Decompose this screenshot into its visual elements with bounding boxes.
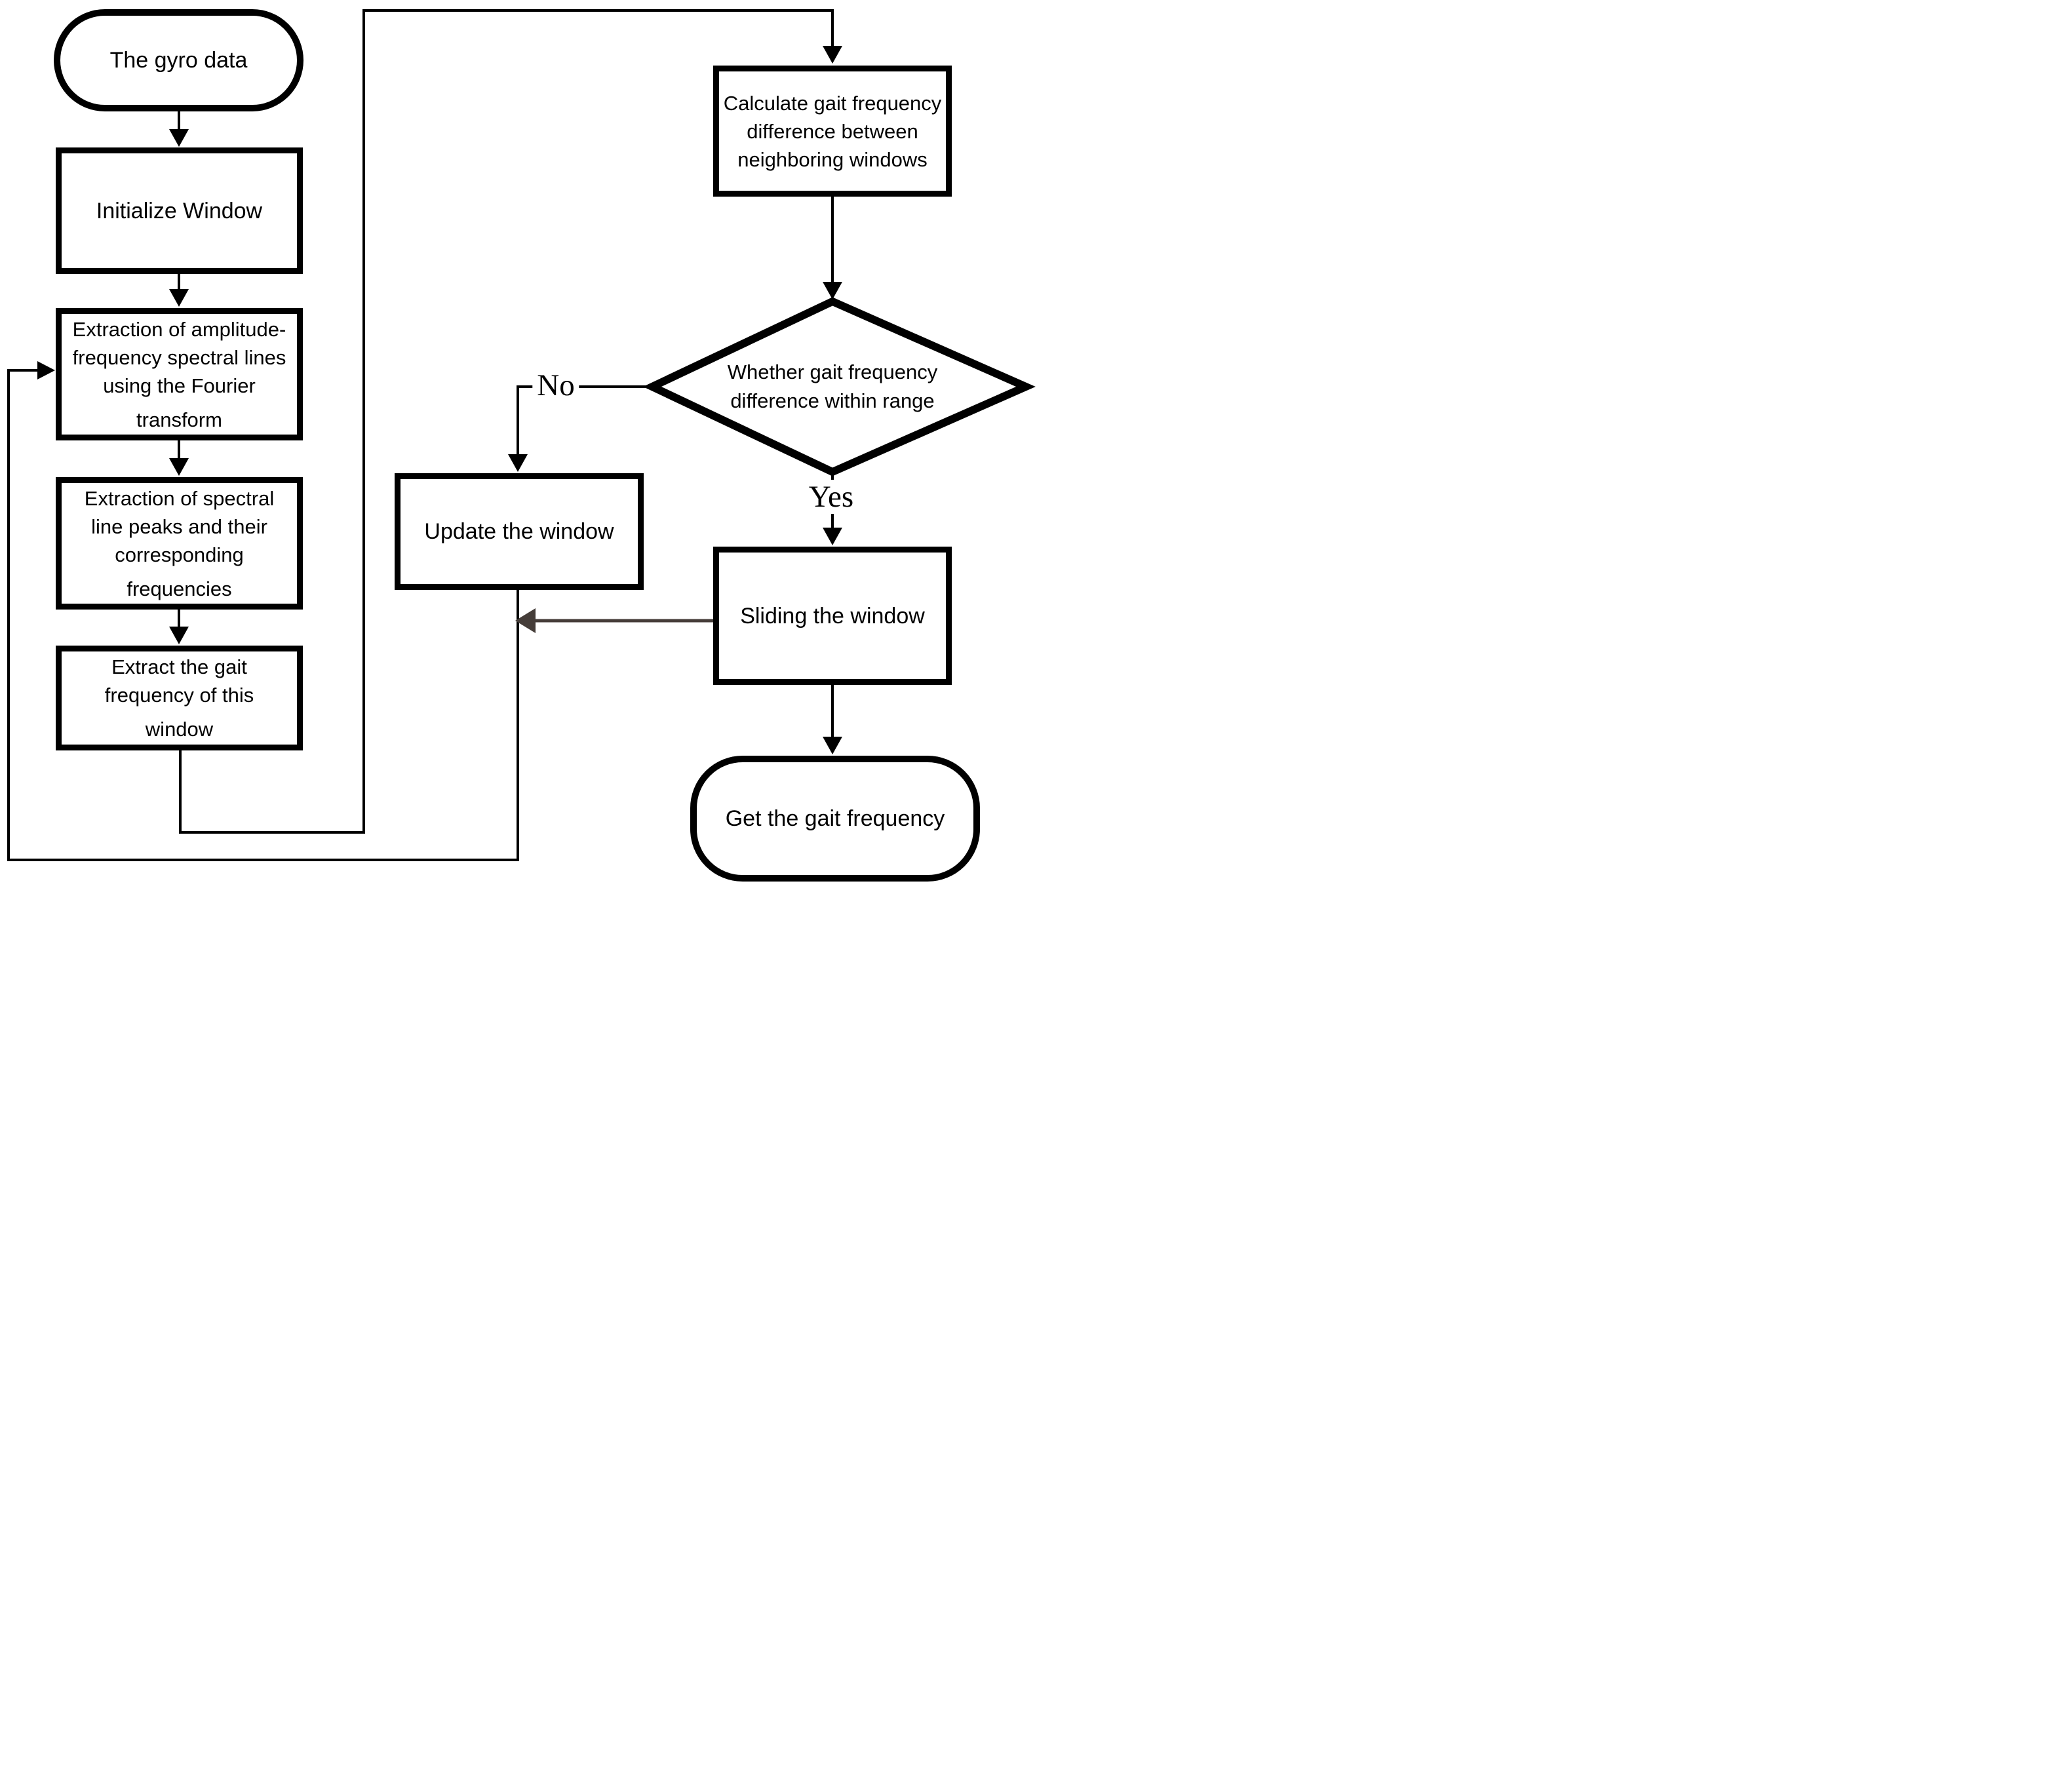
flowchart-connectors — [7, 9, 1036, 861]
arrowhead-sliding-loop-merge — [515, 608, 536, 633]
arrowhead-loop-fourier — [37, 361, 55, 379]
node-label-line: frequency spectral lines — [72, 345, 286, 369]
edge-label-no: No — [532, 368, 579, 402]
arrowhead-sliding-get — [823, 737, 842, 754]
node-label-line: window — [145, 718, 214, 741]
decision-diamond-shape — [642, 297, 1036, 476]
arrowhead-fourier-peaks — [169, 458, 189, 476]
arrowhead-calculate-decision — [823, 282, 842, 300]
decision-frequency-in-range: Whether gait frequency difference within… — [669, 353, 996, 421]
node-peaks-extraction: Extraction of spectral line peaks and th… — [56, 477, 303, 610]
node-label-line: Calculate gait frequency — [723, 91, 942, 115]
node-label-line: difference between — [747, 119, 918, 143]
node-label: The gyro data — [109, 48, 248, 73]
connector-decision-update-no — [517, 385, 652, 454]
node-extract-gait-frequency: Extract the gait frequency of this windo… — [56, 646, 303, 750]
node-label-line: corresponding — [115, 543, 244, 566]
node-update-window: Update the window — [395, 473, 644, 590]
edge-label-yes: Yes — [804, 480, 859, 514]
node-label: Sliding the window — [740, 603, 925, 629]
connector-extract-calculate — [179, 9, 834, 834]
node-fourier-extraction: Extraction of amplitude- frequency spect… — [56, 308, 303, 440]
node-label-line: Whether gait frequency — [727, 360, 938, 383]
node-label-line: difference within range — [730, 389, 935, 412]
arrowhead-gyro-initialize — [169, 129, 189, 147]
node-label-line: transform — [136, 408, 222, 431]
node-label: Update the window — [424, 519, 614, 544]
node-label-line: frequency of this — [104, 684, 254, 707]
node-gyro-data: The gyro data — [54, 9, 303, 111]
node-label: Get the gait frequency — [725, 806, 945, 831]
node-label-line: Extract the gait — [111, 655, 247, 678]
node-initialize-window: Initialize Window — [56, 147, 303, 274]
arrowhead-decision-sliding — [823, 528, 842, 545]
arrowhead-peaks-extract — [169, 627, 189, 644]
connector-update-fourier-loop — [7, 369, 519, 861]
node-get-gait-frequency: Get the gait frequency — [690, 756, 980, 882]
arrowhead-decision-update — [508, 454, 528, 472]
arrowhead-extract-calculate — [823, 46, 842, 64]
node-label-line: neighboring windows — [737, 147, 928, 171]
node-label-line: Extraction of amplitude- — [72, 317, 286, 341]
arrowhead-initialize-fourier — [169, 289, 189, 307]
node-label-line: using the Fourier — [103, 374, 256, 397]
node-label-line: Extraction of spectral — [84, 486, 275, 510]
node-sliding-window: Sliding the window — [713, 547, 952, 685]
node-label: Initialize Window — [96, 198, 263, 223]
flowchart-canvas: The gyro data Initialize Window Extracti… — [0, 0, 1036, 893]
node-label-line: line peaks and their — [91, 514, 267, 538]
node-label-line: frequencies — [127, 577, 232, 600]
node-calculate-difference: Calculate gait frequency difference betw… — [713, 66, 952, 197]
